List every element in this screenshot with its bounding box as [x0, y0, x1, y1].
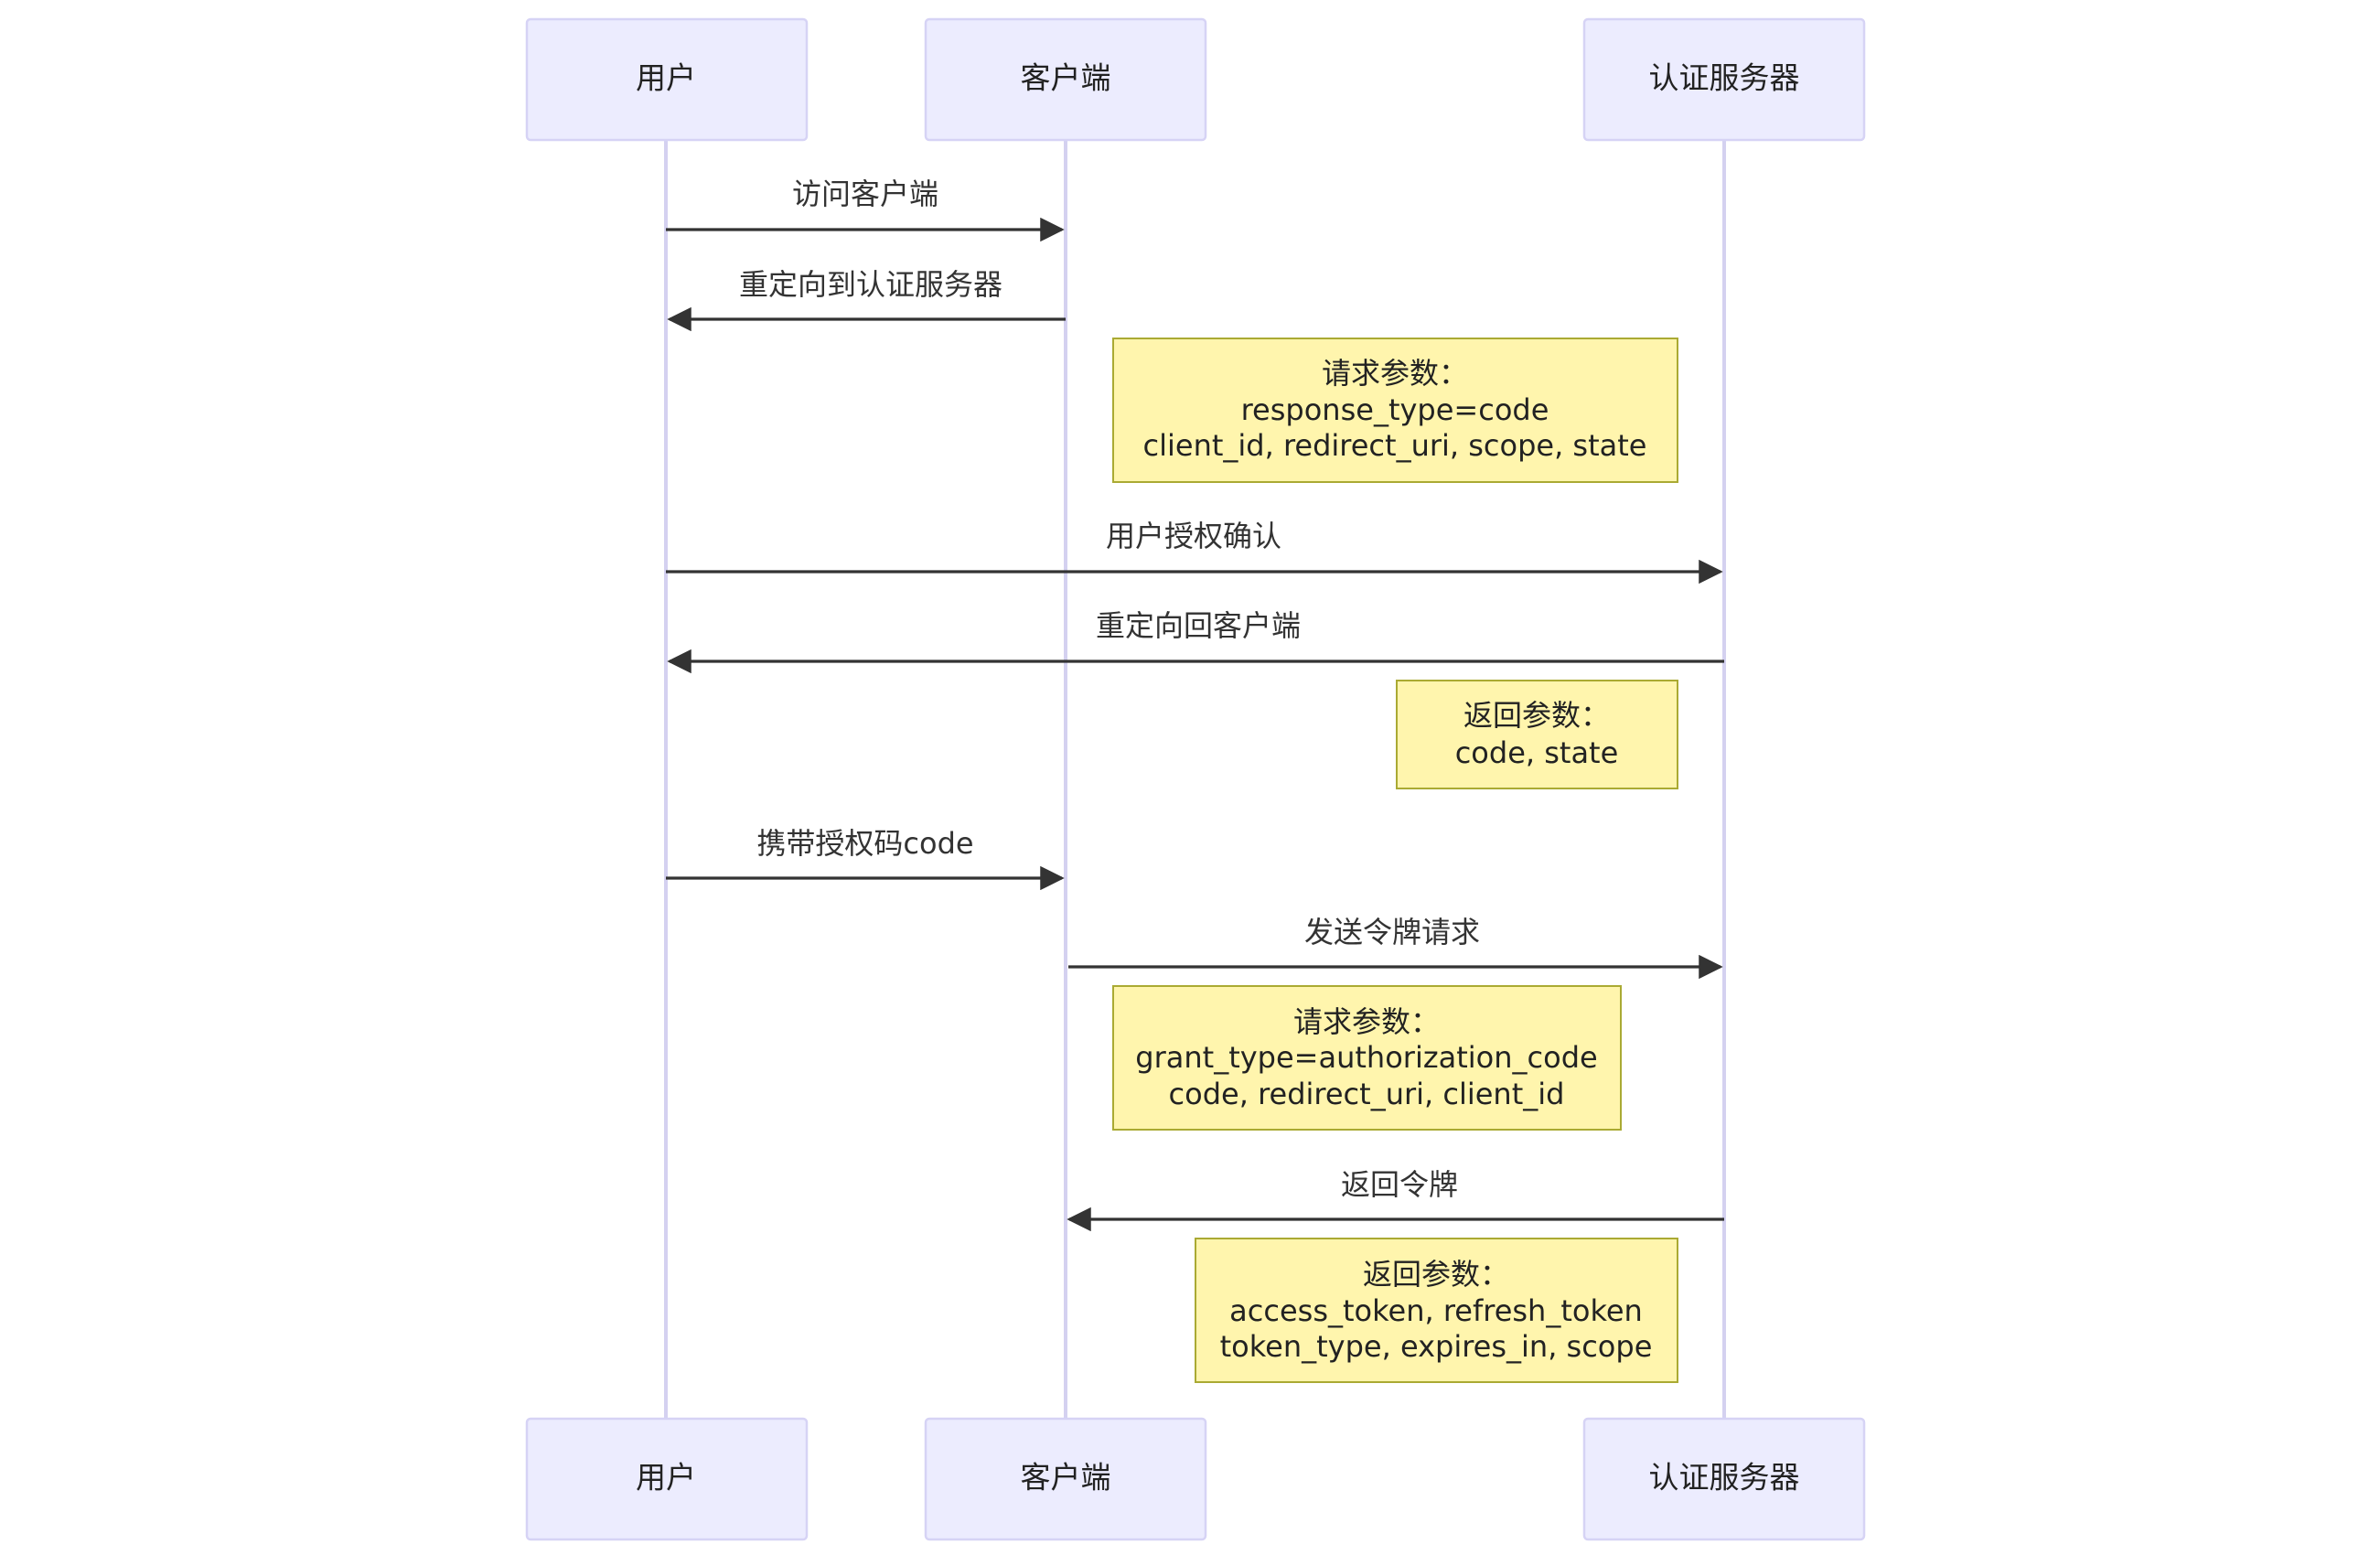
message-label: 携带授权码code — [756, 826, 973, 861]
note-line: grant_type=authorization_code — [1135, 1040, 1597, 1075]
actor-client-bottom: 客户端 — [924, 1417, 1207, 1541]
actor-client-label: 客户端 — [1021, 1460, 1111, 1496]
note-line: 返回参数： — [1363, 1257, 1509, 1292]
actor-auth-label: 认证服务器 — [1649, 60, 1800, 96]
note-line: client_id, redirect_uri, scope, state — [1143, 428, 1647, 463]
note-return-params-1: 返回参数： code, state — [1396, 680, 1678, 789]
message-label: 重定向到认证服务器 — [739, 267, 1002, 302]
actor-user-bottom: 用户 — [525, 1417, 809, 1541]
note-return-params-2: 返回参数： access_token, refresh_token token_… — [1195, 1238, 1678, 1383]
actor-auth-bottom: 认证服务器 — [1582, 1417, 1866, 1541]
actor-client-label: 客户端 — [1021, 60, 1111, 96]
note-line: code, redirect_uri, client_id — [1169, 1077, 1565, 1111]
message-label: 重定向回客户端 — [1096, 608, 1301, 643]
note-line: 返回参数： — [1463, 698, 1610, 733]
actor-auth-label: 认证服务器 — [1649, 1460, 1800, 1496]
actor-user-top: 用户 — [525, 17, 809, 142]
note-line: token_type, expires_in, scope — [1220, 1329, 1653, 1364]
message-send-token-request: 发送令牌请求 — [1068, 915, 1723, 980]
note-request-params-2: 请求参数： grant_type=authorization_code code… — [1112, 985, 1622, 1131]
actor-user-label: 用户 — [636, 60, 696, 96]
note-line: code, state — [1455, 735, 1619, 770]
message-label: 访问客户端 — [792, 177, 938, 211]
message-redirect-back: 重定向回客户端 — [667, 608, 1724, 674]
message-redirect-to-auth: 重定向到认证服务器 — [667, 267, 1066, 332]
note-line: response_type=code — [1241, 392, 1549, 427]
message-label: 用户授权确认 — [1106, 519, 1281, 553]
message-label: 返回令牌 — [1341, 1167, 1458, 1202]
note-request-params-1: 请求参数： response_type=code client_id, redi… — [1112, 338, 1678, 483]
message-carry-auth-code: 携带授权码code — [666, 826, 1065, 891]
note-line: 请求参数： — [1293, 1004, 1440, 1039]
note-line: access_token, refresh_token — [1229, 1293, 1643, 1328]
actor-auth-top: 认证服务器 — [1582, 17, 1866, 142]
message-return-token: 返回令牌 — [1067, 1167, 1724, 1232]
message-user-authorize: 用户授权确认 — [666, 519, 1723, 584]
actor-user-label: 用户 — [636, 1460, 696, 1496]
message-visit-client: 访问客户端 — [666, 177, 1065, 242]
actor-client-top: 客户端 — [924, 17, 1207, 142]
message-label: 发送令牌请求 — [1304, 915, 1480, 949]
note-line: 请求参数： — [1322, 356, 1468, 391]
